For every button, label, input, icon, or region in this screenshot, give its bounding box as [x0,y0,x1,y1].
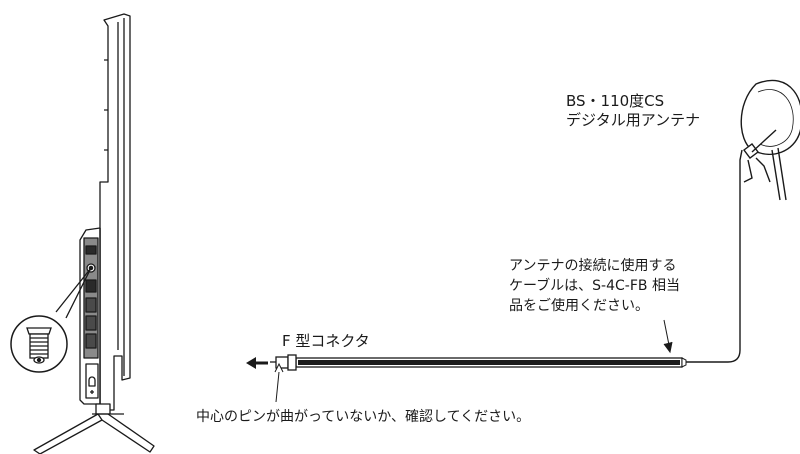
leader-lines [274,319,673,403]
pin-check-note: 中心のピンが曲がっていないか、確認してください。 [196,409,531,425]
cable-note-line1: アンテナの接続に使用する [509,258,677,274]
connector-magnifier [10,267,92,373]
satellite-antenna [686,79,800,363]
tv-side-view [33,13,155,454]
insert-direction-arrow [246,357,268,369]
coax-cable [295,357,687,368]
f-connector [270,354,297,371]
cable-note-line3: 品をご使用ください。 [509,298,649,314]
antenna-label-line2: デジタル用アンテナ [566,111,701,129]
cable-note-line2: ケーブルは、S-4C-FB 相当 [509,278,680,294]
f-connector-label: F 型コネクタ [282,332,370,350]
antenna-label-line1: BS・110度CS [566,92,665,110]
